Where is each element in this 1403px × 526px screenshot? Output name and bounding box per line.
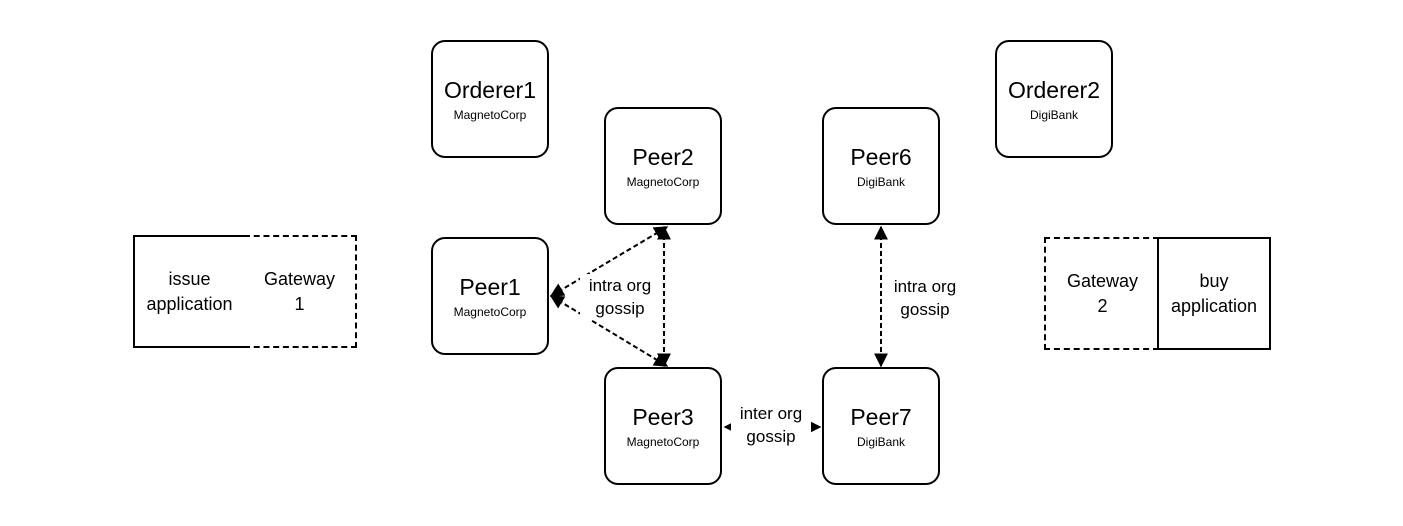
- node-title: Peer6: [850, 143, 912, 170]
- gateway-label-line1: Gateway: [1066, 270, 1139, 291]
- node-title: Peer7: [850, 403, 912, 430]
- peer6-node: Peer6 DigiBank: [822, 107, 940, 225]
- edge-label-line1: inter org: [739, 404, 803, 423]
- intra-org-gossip-label-right: intra org gossip: [885, 275, 965, 321]
- node-title: Peer3: [632, 403, 694, 430]
- gateway-label-line2: 2: [1097, 295, 1108, 316]
- orderer1-node: Orderer1 MagnetoCorp: [431, 40, 549, 158]
- app-label-line2: application: [1170, 295, 1258, 316]
- edge-peer1-peer2: [549, 226, 669, 297]
- gateway-label-line1: Gateway: [263, 268, 336, 289]
- edge-label-line1: intra org: [893, 277, 957, 296]
- gateway1-box: Gateway 1: [244, 235, 357, 348]
- node-title: Orderer1: [443, 76, 537, 103]
- node-org: DigiBank: [856, 174, 906, 189]
- edge-label-line2: gossip: [900, 300, 950, 319]
- node-org: MagnetoCorp: [453, 107, 527, 122]
- peer1-node: Peer1 MagnetoCorp: [431, 237, 549, 355]
- node-org: DigiBank: [856, 434, 906, 449]
- issue-application-box: issue application: [133, 235, 246, 348]
- node-org: DigiBank: [1029, 107, 1079, 122]
- inter-org-gossip-label: inter org gossip: [731, 402, 811, 448]
- node-title: Orderer2: [1007, 76, 1101, 103]
- peer7-node: Peer7 DigiBank: [822, 367, 940, 485]
- edge-peer1-peer3: [549, 295, 669, 367]
- node-title: Peer2: [632, 143, 694, 170]
- edge-label-line2: gossip: [595, 299, 645, 318]
- peer2-node: Peer2 MagnetoCorp: [604, 107, 722, 225]
- app-label-line1: buy: [1199, 270, 1229, 291]
- node-org: MagnetoCorp: [453, 304, 527, 319]
- edge-label-line2: gossip: [746, 427, 796, 446]
- peer3-node: Peer3 MagnetoCorp: [604, 367, 722, 485]
- edge-label-line1: intra org: [588, 276, 652, 295]
- intra-org-gossip-label-left: intra org gossip: [580, 274, 660, 320]
- gateway2-box: Gateway 2: [1044, 237, 1159, 350]
- app-label-line2: application: [146, 293, 233, 314]
- buy-application-box: buy application: [1157, 237, 1271, 350]
- node-title: Peer1: [459, 273, 521, 300]
- orderer2-node: Orderer2 DigiBank: [995, 40, 1113, 158]
- node-org: MagnetoCorp: [626, 434, 700, 449]
- gateway-label-line2: 1: [294, 293, 305, 314]
- node-org: MagnetoCorp: [626, 174, 700, 189]
- app-label-line1: issue: [168, 268, 211, 289]
